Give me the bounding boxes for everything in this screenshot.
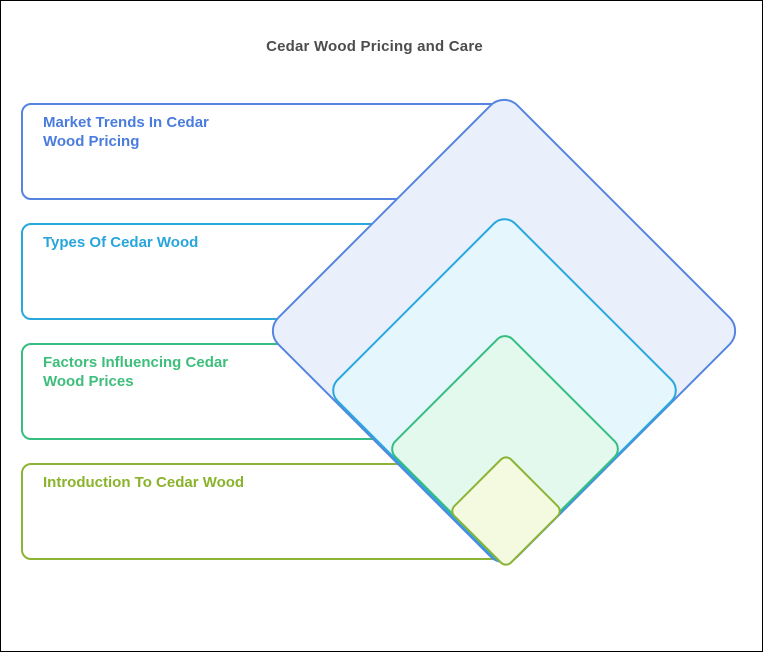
topic-label-factors: Factors Influencing Cedar Wood Prices bbox=[43, 354, 229, 390]
topic-box-market-trends: Market Trends In Cedar Wood Pricing bbox=[21, 103, 504, 200]
topic-label-introduction: Introduction To Cedar Wood bbox=[43, 474, 245, 491]
topic-label-market-trends: Market Trends In Cedar Wood Pricing bbox=[43, 114, 209, 150]
page-title: Cedar Wood Pricing and Care bbox=[266, 38, 483, 55]
topic-label-types: Types Of Cedar Wood bbox=[43, 234, 199, 251]
